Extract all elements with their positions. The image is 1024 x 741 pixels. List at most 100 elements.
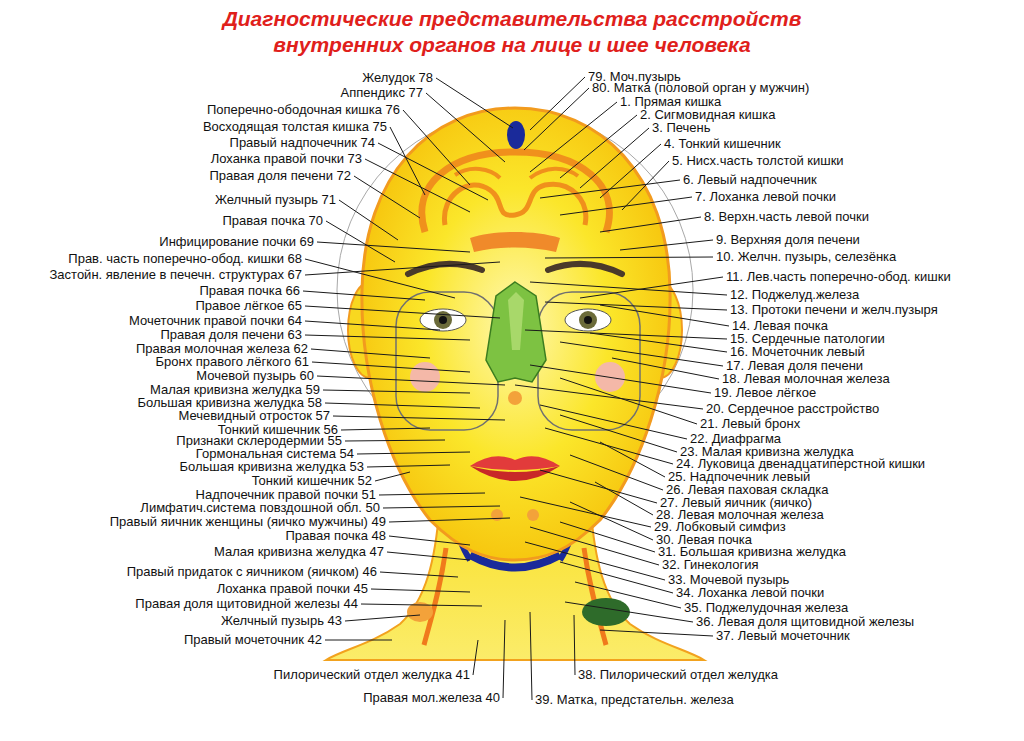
callout-label: 21. Левый бронх bbox=[700, 416, 800, 432]
callout-label: 32. Гинекология bbox=[662, 557, 758, 573]
callout-label: Аппендикс 77 bbox=[341, 85, 423, 101]
callout-label: 11. Лев.часть поперечно-обод. кишки bbox=[726, 269, 951, 285]
leader-line bbox=[530, 77, 585, 130]
leader-line bbox=[530, 102, 617, 172]
callout-label: 80. Матка (половой орган у мужчин) bbox=[592, 80, 809, 96]
chin-spot bbox=[527, 509, 539, 521]
callout-label: 5. Нисх.часть толстой кишки bbox=[672, 153, 844, 169]
leader-line bbox=[378, 143, 488, 200]
leader-line bbox=[570, 502, 653, 540]
leader-line bbox=[545, 302, 727, 310]
forehead-intestine bbox=[455, 169, 578, 178]
callout-label: Застойн. явление в печечн. структурах 67 bbox=[50, 267, 303, 283]
callout-label: Правая почка 66 bbox=[200, 283, 300, 299]
callout-label: 34. Лоханка левой почки bbox=[676, 585, 824, 601]
leader-line bbox=[312, 362, 470, 372]
callout-label: Бронх правого лёгкого 61 bbox=[156, 354, 309, 370]
leader-lines bbox=[303, 77, 729, 700]
leader-line bbox=[565, 602, 693, 622]
leader-line bbox=[570, 455, 663, 490]
callout-label: Правый придаток с яичником (яичком) 46 bbox=[127, 564, 377, 580]
leader-line bbox=[305, 262, 500, 275]
cheek-spot bbox=[410, 362, 440, 392]
callout-label: Тонкий кишечник 52 bbox=[252, 473, 372, 489]
leader-line bbox=[560, 378, 697, 424]
leader-line bbox=[325, 403, 480, 408]
callout-label: 10. Желчн. пузырь, селезёнка bbox=[716, 249, 896, 265]
callout-label: Лимфатич.система повздошной обл. 50 bbox=[140, 500, 380, 516]
leader-line bbox=[387, 552, 470, 560]
eye bbox=[420, 309, 466, 331]
callout-label: 39. Матка, предстательн. железа bbox=[535, 692, 734, 708]
leader-line bbox=[436, 78, 513, 128]
nose-bridge bbox=[508, 292, 524, 350]
leader-line bbox=[530, 612, 532, 700]
leader-line bbox=[580, 128, 649, 188]
callout-label: 3. Печень bbox=[652, 120, 711, 136]
callout-label: Лоханка правой почки 73 bbox=[211, 151, 362, 167]
leader-line bbox=[371, 589, 470, 592]
callout-label: Правая доля печени 72 bbox=[209, 168, 351, 184]
callout-label: Желчный пузырь 43 bbox=[221, 613, 342, 629]
callout-label: Правая мол.железа 40 bbox=[363, 690, 500, 706]
callout-label: Правая доля печени 63 bbox=[160, 327, 302, 343]
forehead-intestine bbox=[444, 184, 585, 225]
leader-line bbox=[317, 242, 470, 252]
callout-label: Лоханка правой почки 45 bbox=[217, 581, 368, 597]
callout-label: 7. Лоханка левой почки bbox=[695, 189, 836, 205]
callout-label: Правый яичник женщины (яичко мужчины) 49 bbox=[110, 514, 386, 530]
callout-label: Правый мочеточник 42 bbox=[184, 632, 322, 648]
callout-label: Поперечно-ободочная кишка 76 bbox=[207, 102, 400, 118]
leader-line bbox=[560, 415, 677, 452]
callout-label: Инфицирование почки 69 bbox=[159, 234, 314, 250]
leader-line bbox=[520, 497, 651, 527]
leader-line bbox=[600, 144, 661, 198]
leader-line bbox=[540, 405, 687, 439]
leader-line bbox=[345, 440, 445, 441]
callout-label: Правая доля щитовидной железы 44 bbox=[135, 596, 358, 612]
leader-line bbox=[367, 465, 450, 467]
callout-label: 9. Верхняя доля печени bbox=[716, 232, 860, 248]
chin-spot bbox=[491, 509, 503, 521]
leader-line bbox=[524, 88, 589, 150]
callout-label: Правая почка 48 bbox=[286, 528, 386, 544]
leader-line bbox=[622, 161, 669, 210]
callout-label: 20. Сердечное расстройство bbox=[706, 401, 879, 417]
leader-line bbox=[620, 240, 713, 250]
leader-line bbox=[305, 306, 500, 318]
callout-label: 38. Пилорический отдел желудка bbox=[578, 667, 778, 683]
leader-line bbox=[574, 615, 575, 675]
callout-label: Правая почка 70 bbox=[223, 213, 323, 229]
callout-label: 8. Верхн.часть левой почки bbox=[704, 209, 869, 225]
callout-label: Правое лёгкое 65 bbox=[195, 298, 302, 314]
callout-label: 6. Левый надпочечник bbox=[683, 172, 817, 188]
callout-label: 36. Левая доля щитовидной железы bbox=[696, 614, 914, 630]
leader-line bbox=[530, 282, 727, 295]
callout-label: 37. Левый мочеточник bbox=[716, 628, 850, 644]
pupil bbox=[584, 316, 592, 324]
lower-lip bbox=[470, 466, 560, 481]
leader-line bbox=[540, 470, 657, 503]
leader-line bbox=[575, 582, 681, 608]
leader-line bbox=[375, 472, 410, 481]
leader-line bbox=[595, 482, 653, 515]
callout-label: Большая кривизна желудка 53 bbox=[180, 459, 364, 475]
leader-line bbox=[326, 221, 395, 262]
callout-label: Малая кривизна желудка 47 bbox=[214, 544, 384, 560]
forehead-band bbox=[470, 232, 560, 252]
pupil bbox=[439, 316, 447, 324]
leader-line bbox=[305, 259, 455, 298]
leader-line bbox=[545, 257, 713, 258]
leader-line bbox=[560, 197, 692, 215]
leader-line bbox=[503, 620, 505, 698]
callout-label: Желудок 78 bbox=[362, 70, 433, 86]
leader-line bbox=[560, 342, 723, 366]
leader-line bbox=[311, 349, 430, 358]
forehead-intestine bbox=[422, 152, 610, 232]
callout-label: Восходящая толстая кишка 75 bbox=[203, 119, 387, 135]
leader-line bbox=[545, 428, 673, 464]
leader-line bbox=[390, 127, 425, 195]
leader-line bbox=[600, 217, 701, 232]
